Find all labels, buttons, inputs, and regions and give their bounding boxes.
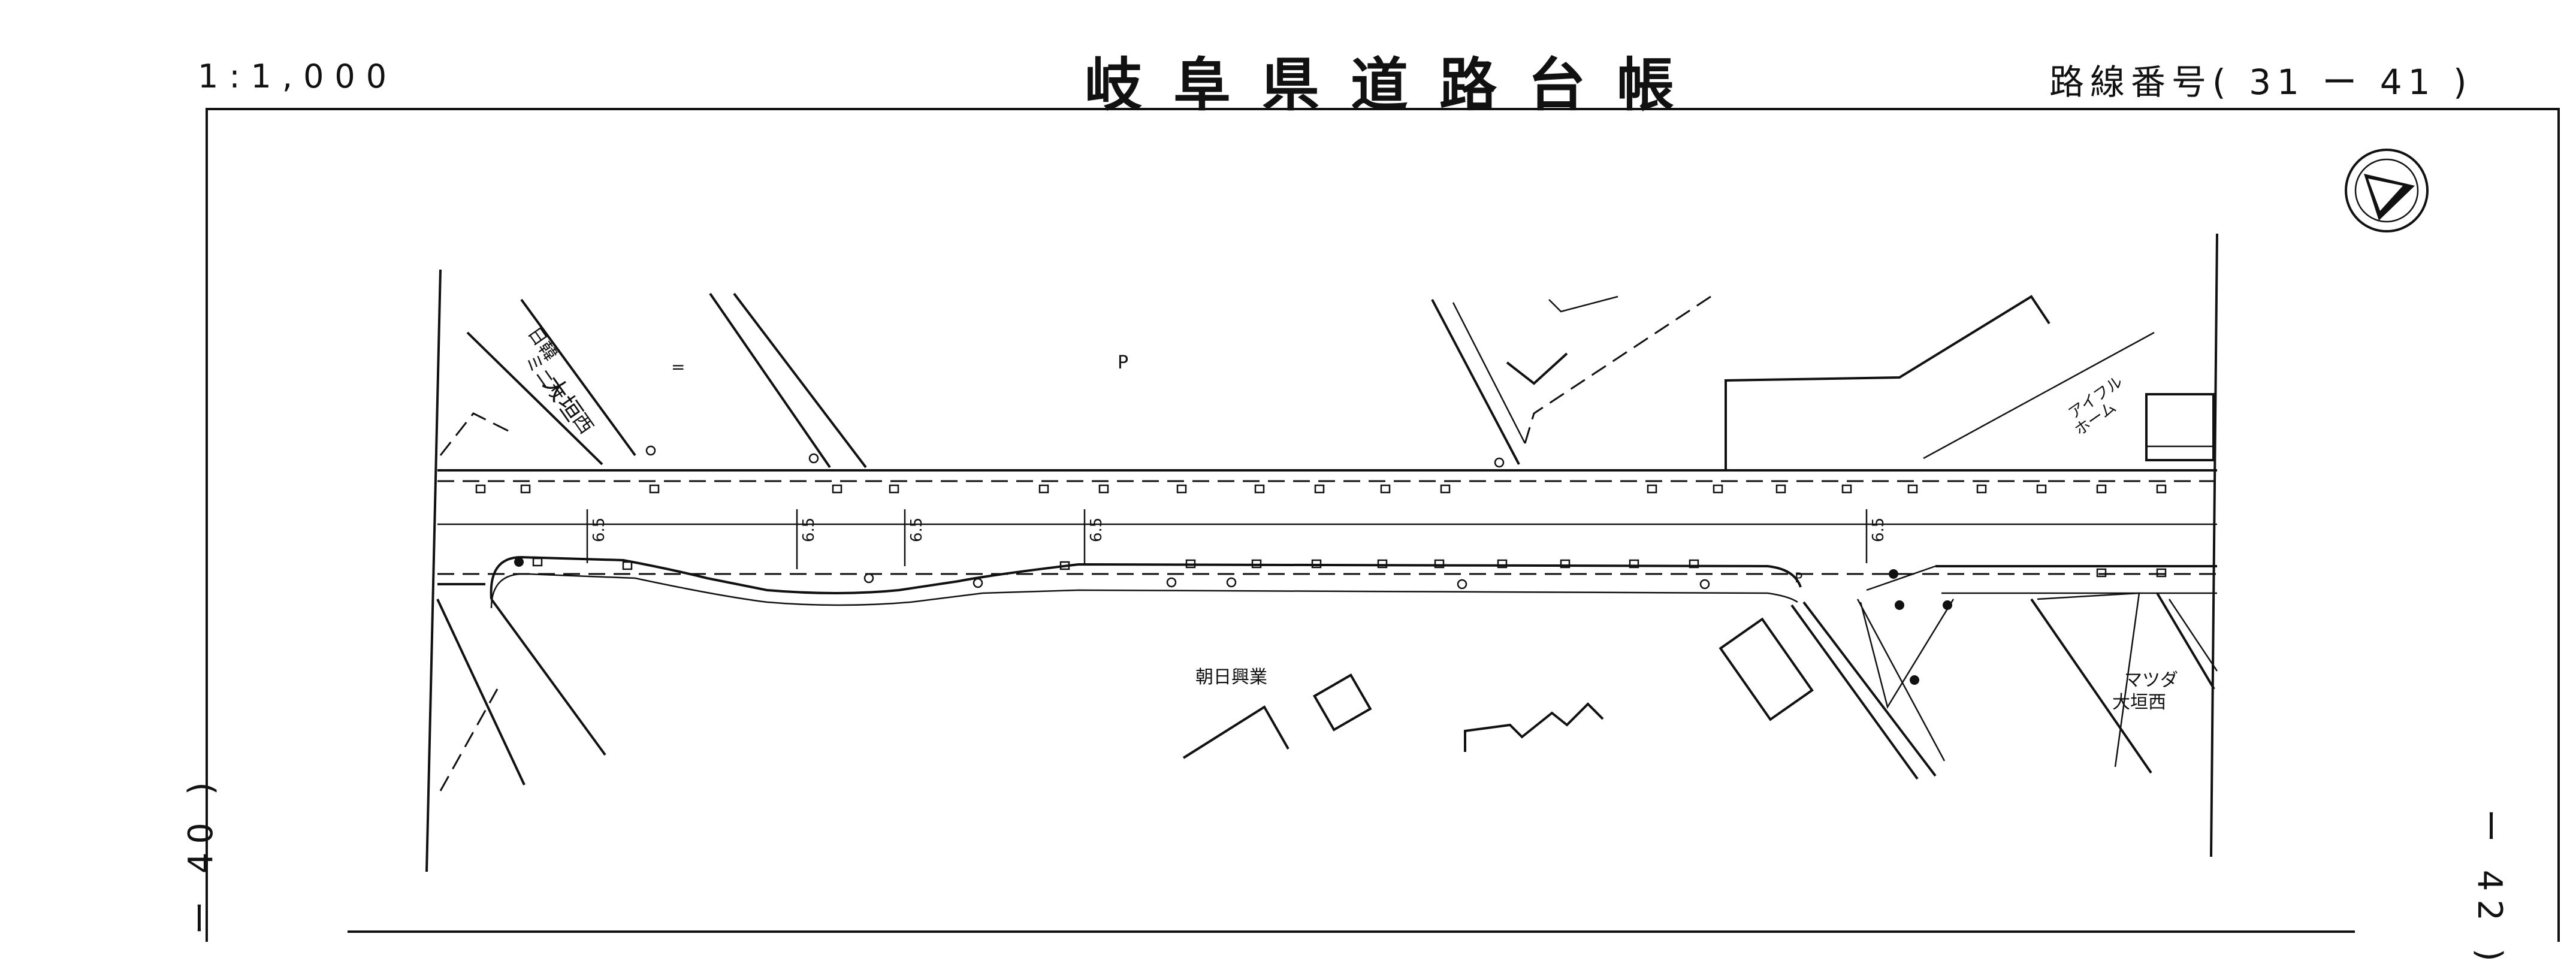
road-furniture [475,445,2167,685]
main-road [437,469,2217,609]
svg-text:大垣西: 大垣西 [2112,692,2166,713]
aiful-home-label: アイフル ホーム [2065,373,2126,439]
road-ledger-map: 6.5 6.5 6.5 6.5 6.5 P P = 日韓 ミニサ 大垣 西 アイ… [206,108,2560,942]
page-title: 岐阜県道路台帳 [1085,52,1705,119]
asahi-kogyo-label: 朝日興業 [1195,667,1267,688]
road-width-label: 6.5 [1870,518,1888,542]
south-side-features [436,592,2218,791]
route-number: 路線番号( 31 ー 41 ) [2049,62,2473,102]
mazda-label: マツダ 大垣西 [2112,670,2178,713]
north-arrow-icon [2345,149,2429,232]
road-width-label: 6.5 [908,518,926,542]
parking-label-top: P [1118,352,1128,373]
svg-text:マツダ: マツダ [2124,670,2178,691]
boundary-left [425,269,442,872]
road-width-label: 6.5 [590,518,608,542]
north-side-features [439,292,2215,470]
road-width-label: 6.5 [1088,518,1106,542]
road-width-annotations: 6.5 6.5 6.5 6.5 6.5 [586,509,1888,569]
road-width-label: 6.5 [800,518,818,542]
map-scale: 1:1,000 [198,58,398,95]
map-frame [206,108,2560,942]
parking-label-road: P [1795,571,1802,586]
boundary-right [2210,233,2218,857]
equal-mark-label: = [671,357,685,377]
